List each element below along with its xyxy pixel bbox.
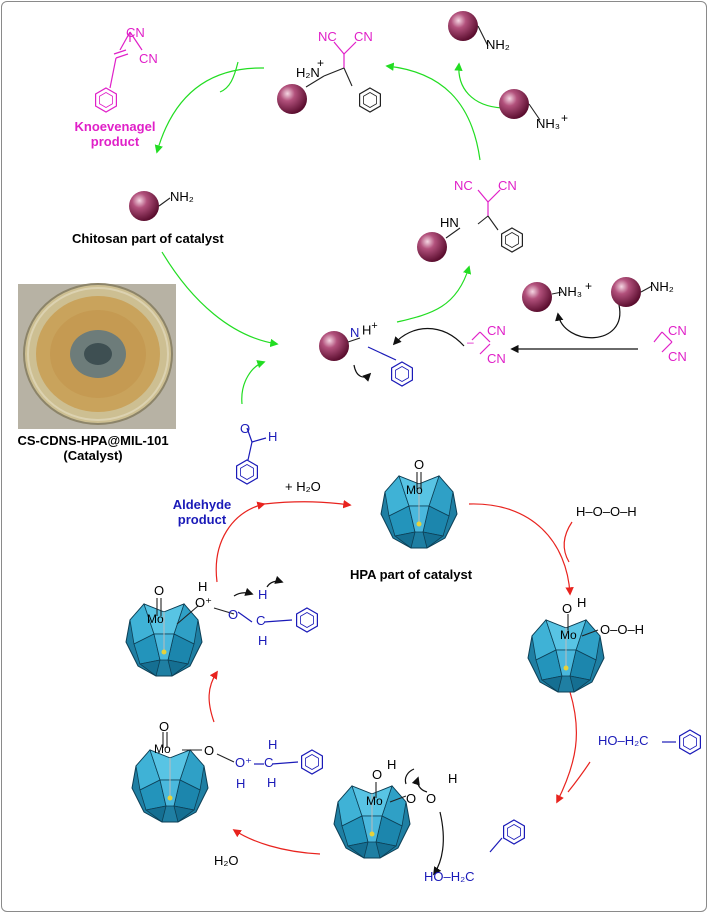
- iminium-n-label: N: [350, 325, 360, 341]
- o-atom: O: [228, 607, 239, 622]
- cluster-bonds: [156, 472, 599, 803]
- mo-atom: Mo: [560, 628, 577, 642]
- caption-line: (Catalyst): [63, 447, 123, 463]
- h-atom: H: [268, 737, 278, 752]
- blue-rings: [236, 346, 702, 853]
- cn-label: CN: [487, 351, 506, 366]
- o-atom: O: [159, 719, 170, 734]
- o-atom: O: [406, 791, 417, 806]
- nh2-label: NH₂: [650, 279, 674, 294]
- ooh-label: O–O–H: [600, 622, 645, 637]
- h-atom: H: [268, 429, 278, 444]
- o-atom: O: [562, 601, 573, 616]
- h-atom: H: [267, 775, 277, 790]
- h-atom: H: [448, 771, 458, 786]
- plus-charge: +: [371, 320, 378, 332]
- catalyst-photo: [18, 283, 176, 429]
- knoevenagel-product-caption: Knoevenagel product: [60, 119, 170, 150]
- plus-charge: +: [561, 111, 569, 125]
- chitosan-spheres: [129, 11, 641, 361]
- h-atom: H: [387, 757, 397, 772]
- caption-line: CS-CDNS-HPA@MIL-101: [17, 433, 169, 448]
- caption-line: Knoevenagel: [74, 119, 156, 134]
- h-atom: H: [577, 595, 587, 610]
- o-atom: O: [414, 457, 425, 472]
- h-atom: H: [198, 579, 208, 594]
- minus-charge: –: [467, 335, 474, 349]
- benzyl-alcohol-label: HO–H₂C: [424, 869, 475, 884]
- nh3-label: NH₃: [536, 116, 561, 131]
- n-atom: N: [350, 325, 360, 340]
- mo-atom: Mo: [406, 483, 423, 497]
- cn-label: CN: [498, 178, 517, 193]
- o-atom: O: [154, 583, 165, 598]
- chem-bonds: [158, 25, 653, 343]
- nh2-label: NH₂: [486, 37, 510, 52]
- plus-charge: +: [585, 279, 593, 293]
- aldehyde-caption: Aldehyde product: [162, 497, 242, 528]
- hpa-caption: HPA part of catalyst: [350, 567, 473, 582]
- hn-label: HN: [440, 215, 459, 230]
- h-atom: H: [258, 587, 268, 602]
- black-arrows: [233, 304, 638, 876]
- o-plus: O⁺: [235, 755, 252, 770]
- red-arrows: [208, 499, 591, 855]
- caption-line: product: [177, 511, 227, 527]
- caption-line: Aldehyde: [172, 497, 232, 512]
- o-atom: O: [372, 767, 383, 782]
- mo-atom: Mo: [366, 794, 383, 808]
- magenta-bonds: [113, 31, 673, 355]
- c-atom: C: [264, 755, 274, 770]
- o-atom: O: [240, 421, 251, 436]
- mo-atom: Mo: [147, 612, 164, 626]
- cn-label: CN: [668, 323, 687, 338]
- nh3-label: NH₃: [558, 284, 583, 299]
- o-atom: O: [426, 791, 437, 806]
- h2o2-label: H–O–O–H: [576, 504, 637, 519]
- plus-water: + H₂O: [285, 479, 321, 494]
- magenta-rings: [94, 57, 118, 113]
- cn-label: CN: [126, 25, 145, 40]
- plus-charge: +: [317, 56, 325, 70]
- chitosan-caption: Chitosan part of catalyst: [72, 231, 224, 246]
- mo-atom: Mo: [154, 742, 171, 756]
- h-atom: H: [258, 633, 268, 648]
- o-plus: O⁺: [195, 595, 212, 610]
- nc-label: NC: [318, 29, 337, 44]
- cn-label: CN: [139, 51, 158, 66]
- nh2-label: NH₂: [170, 189, 194, 204]
- water-label: H₂O: [214, 853, 239, 868]
- c-atom: C: [256, 613, 266, 628]
- benzyl-alcohol-label: HO–H₂C: [598, 733, 649, 748]
- h-atom: H: [236, 776, 246, 791]
- o-atom: O: [204, 743, 215, 758]
- cn-label: CN: [487, 323, 506, 338]
- hpa-clusters: [125, 475, 605, 859]
- cn-label: CN: [668, 349, 687, 364]
- green-arrows: [154, 61, 503, 405]
- caption-line: product: [90, 133, 140, 149]
- catalyst-caption: CS-CDNS-HPA@MIL-101 (Catalyst): [8, 433, 178, 464]
- nc-label: NC: [454, 178, 473, 193]
- h-atom: H: [362, 322, 372, 338]
- h-plus-label: H+: [362, 320, 378, 338]
- h2n-label: H₂N: [296, 65, 320, 80]
- cn-label: CN: [354, 29, 373, 44]
